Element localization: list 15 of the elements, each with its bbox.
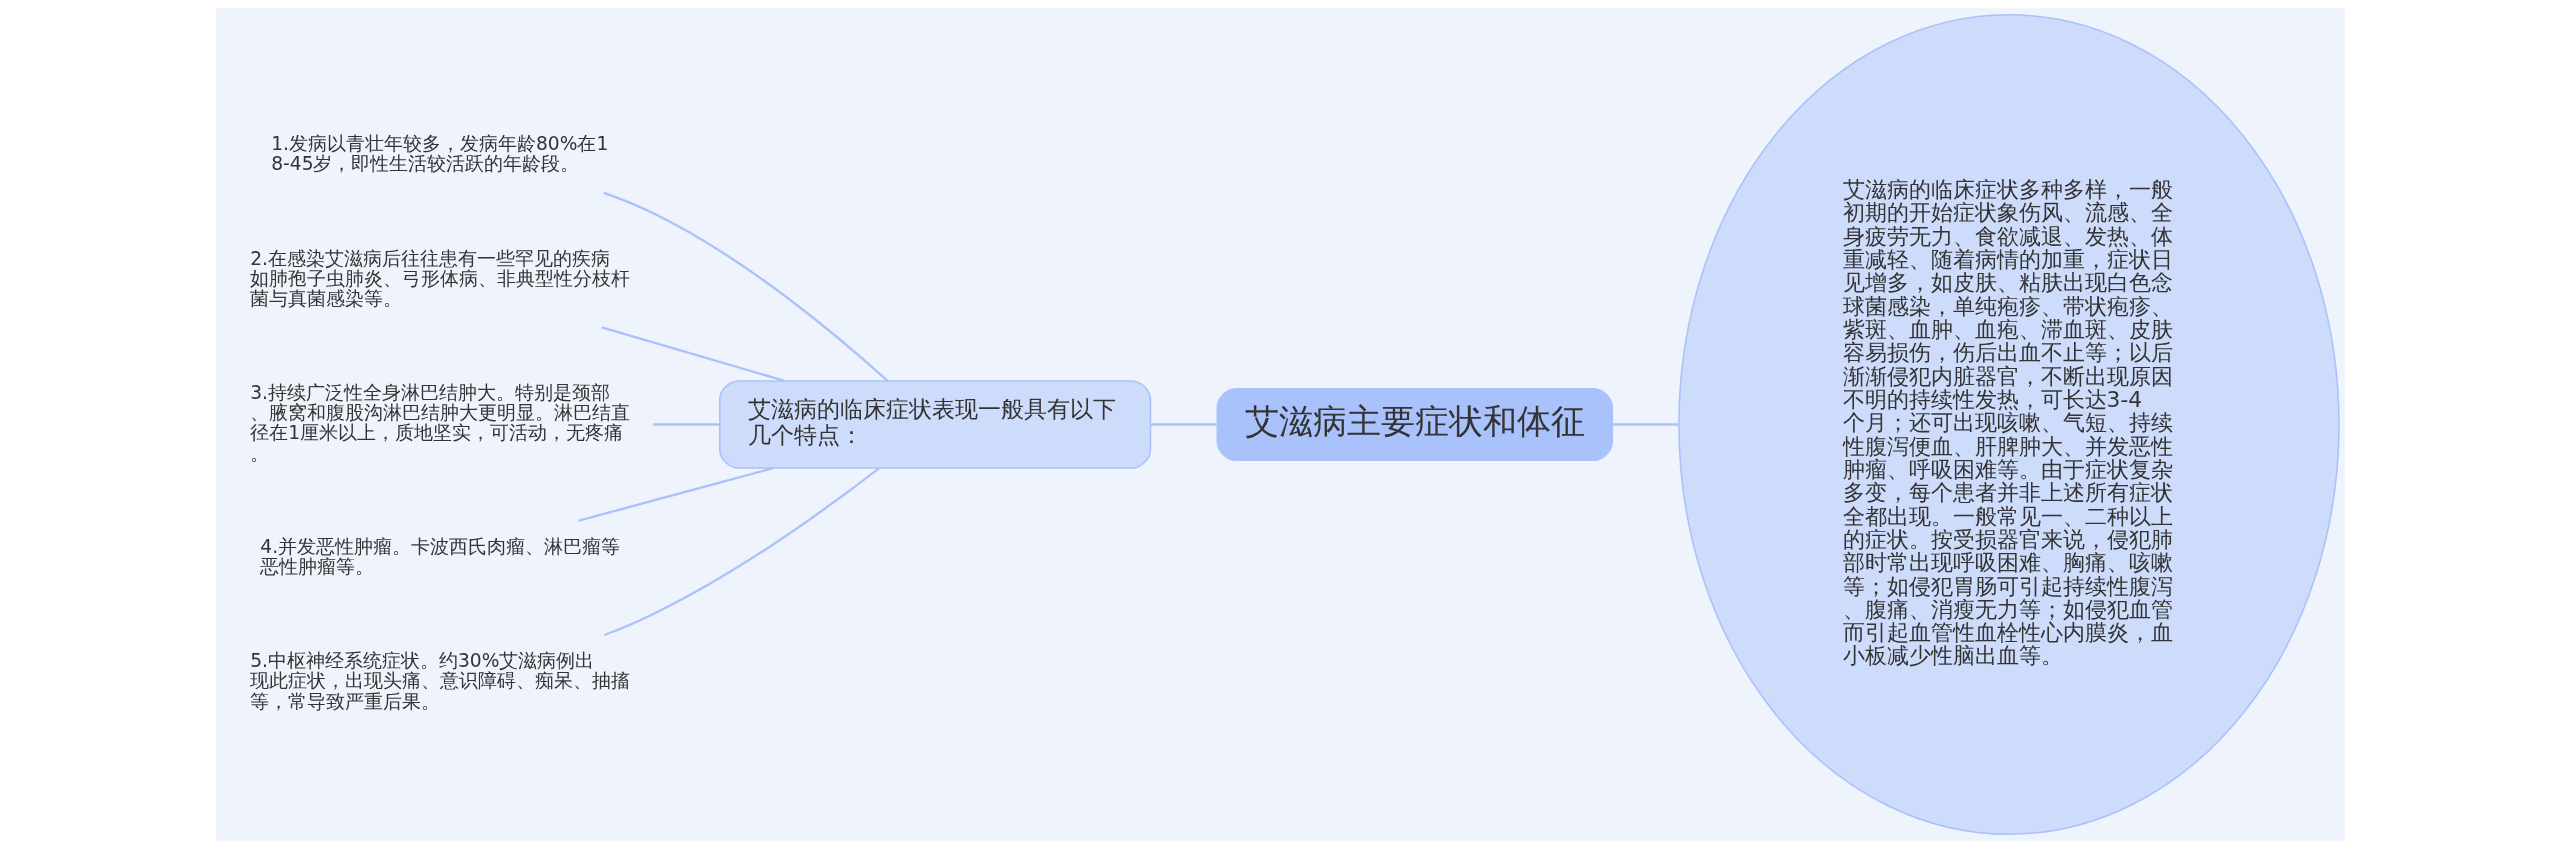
- connector: [1611, 423, 1679, 426]
- connector: [603, 467, 880, 637]
- node-text: 1.发病以青壮年较多，发病年龄80%在18-45岁，即性生活较活跃的年龄段。: [270, 133, 608, 175]
- connector: [602, 191, 888, 382]
- node-text: 3.持续广泛性全身淋巴结肿大。特别是颈部、腋窝和腹股沟淋巴结肿大更明显。淋巴结直径在1厘米以上，质地坚实，可活动，无疼痛。: [249, 382, 630, 464]
- connector: [577, 466, 774, 522]
- node-text: 2.在感染艾滋病后往往患有一些罕见的疾病如肺孢子虫肺炎、弓形体病、非典型性分枝杆菌与真菌感染等。: [249, 247, 630, 309]
- node-ellipse: 艾滋病的临床症状多种多样，一般初期的开始症状象伤风、流感、全身疲劳无力、食欲减退、发热、体重减轻、随着病情的加重，症状日见增多，如皮肤、粘肤出现白色念球菌感染，单纯疱疹、带状疱疹、紫斑、血肿、血疱、滞血斑、皮肤容易损伤，伤后出血不止等；以后渐渐侵犯内脏器官，不断出现原因不明的持续性发热，可长达3-4个月；还可出现咳嗽、气短、持续性腹泻便血、肝脾肿大、并发恶性肿瘤、呼吸困难等。由于症状复杂多变，每个患者并非上述所有症状全都出现。一般常见一、二种以上的症状。按受损器官来说，侵犯肺部时常出现呼吸困难、胸痛、咳嗽等；如侵犯胃肠可引起持续性腹泻、腹痛、消瘦无力等；如侵犯血管而引起血管性血栓性心内膜炎，血小板减少性脑出血等。: [1677, 14, 2340, 835]
- node-text: 5.中枢神经系统症状。约30%艾滋病例出现此症状，出现头痛、意识障碍、痴呆、抽搐等，常导致严重后果。: [249, 650, 630, 712]
- connector: [1150, 423, 1217, 426]
- node-text: 4.并发恶性肿瘤。卡波西氏肉瘤、淋巴瘤等恶性肿瘤等。: [259, 535, 620, 578]
- node-box: 艾滋病的临床症状表现一般具有以下几个特点：: [718, 380, 1151, 469]
- node-box: 艾滋病主要症状和体征: [1216, 387, 1613, 462]
- connector: [652, 423, 720, 426]
- connector: [600, 326, 785, 383]
